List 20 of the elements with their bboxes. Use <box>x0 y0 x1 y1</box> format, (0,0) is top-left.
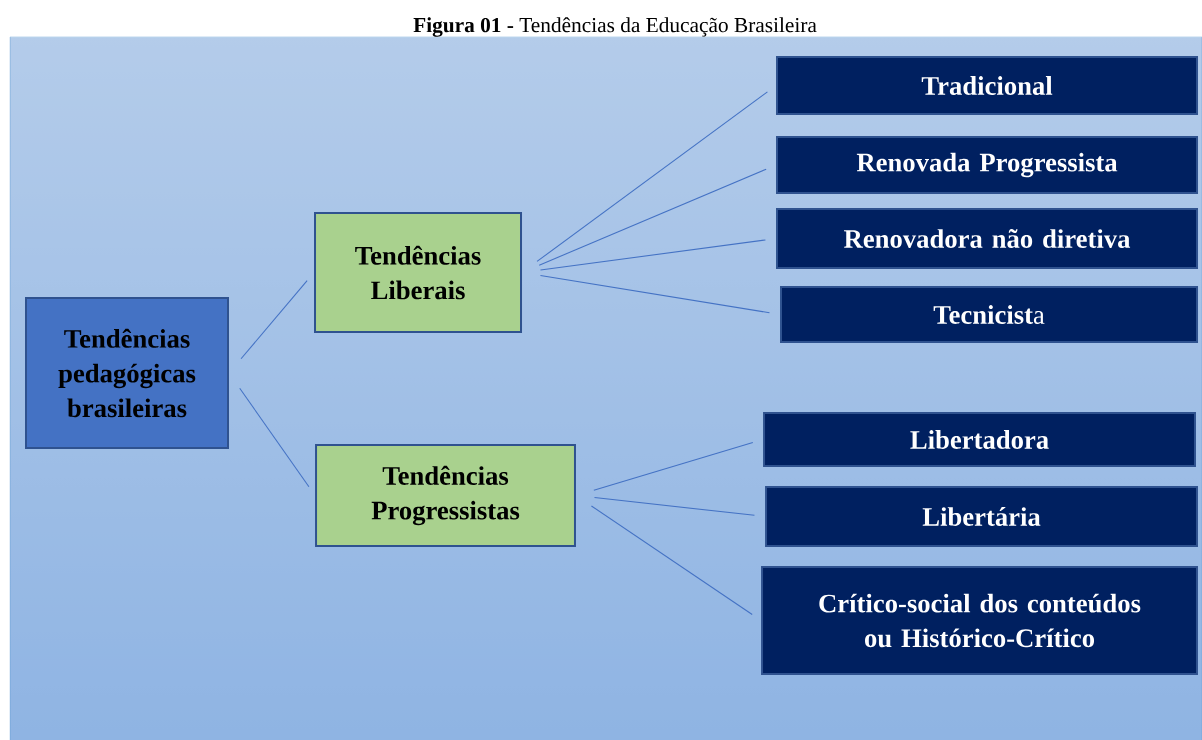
connector-line <box>590 505 753 616</box>
connector-line <box>593 442 754 491</box>
connector-line <box>539 274 770 314</box>
category-box: Tendências Liberais <box>314 212 522 333</box>
trend-box: Tradicional <box>776 55 1198 116</box>
connector-line <box>538 168 767 266</box>
trend-box: Renovada Progressista <box>776 136 1198 194</box>
connector-line <box>594 497 755 516</box>
root-box: Tendências pedagógicas brasileiras <box>25 297 229 449</box>
trend-box: Crítico-social dos conteúdos ou Histórico-Crítico <box>761 566 1198 675</box>
trend-box: Libertária <box>765 486 1198 547</box>
trend-box: Renovadora não diretiva <box>776 208 1198 269</box>
connector-line <box>239 387 310 488</box>
trend-box: Tecnicista <box>780 286 1198 343</box>
connector-line <box>240 280 308 360</box>
connector-line <box>536 91 768 262</box>
connector-line <box>539 239 766 271</box>
trend-box: Libertadora <box>763 411 1196 468</box>
category-box: Tendências Progressistas <box>315 443 576 548</box>
figure-title: Figura 01 - Tendências da Educação Brasileira <box>413 17 817 37</box>
